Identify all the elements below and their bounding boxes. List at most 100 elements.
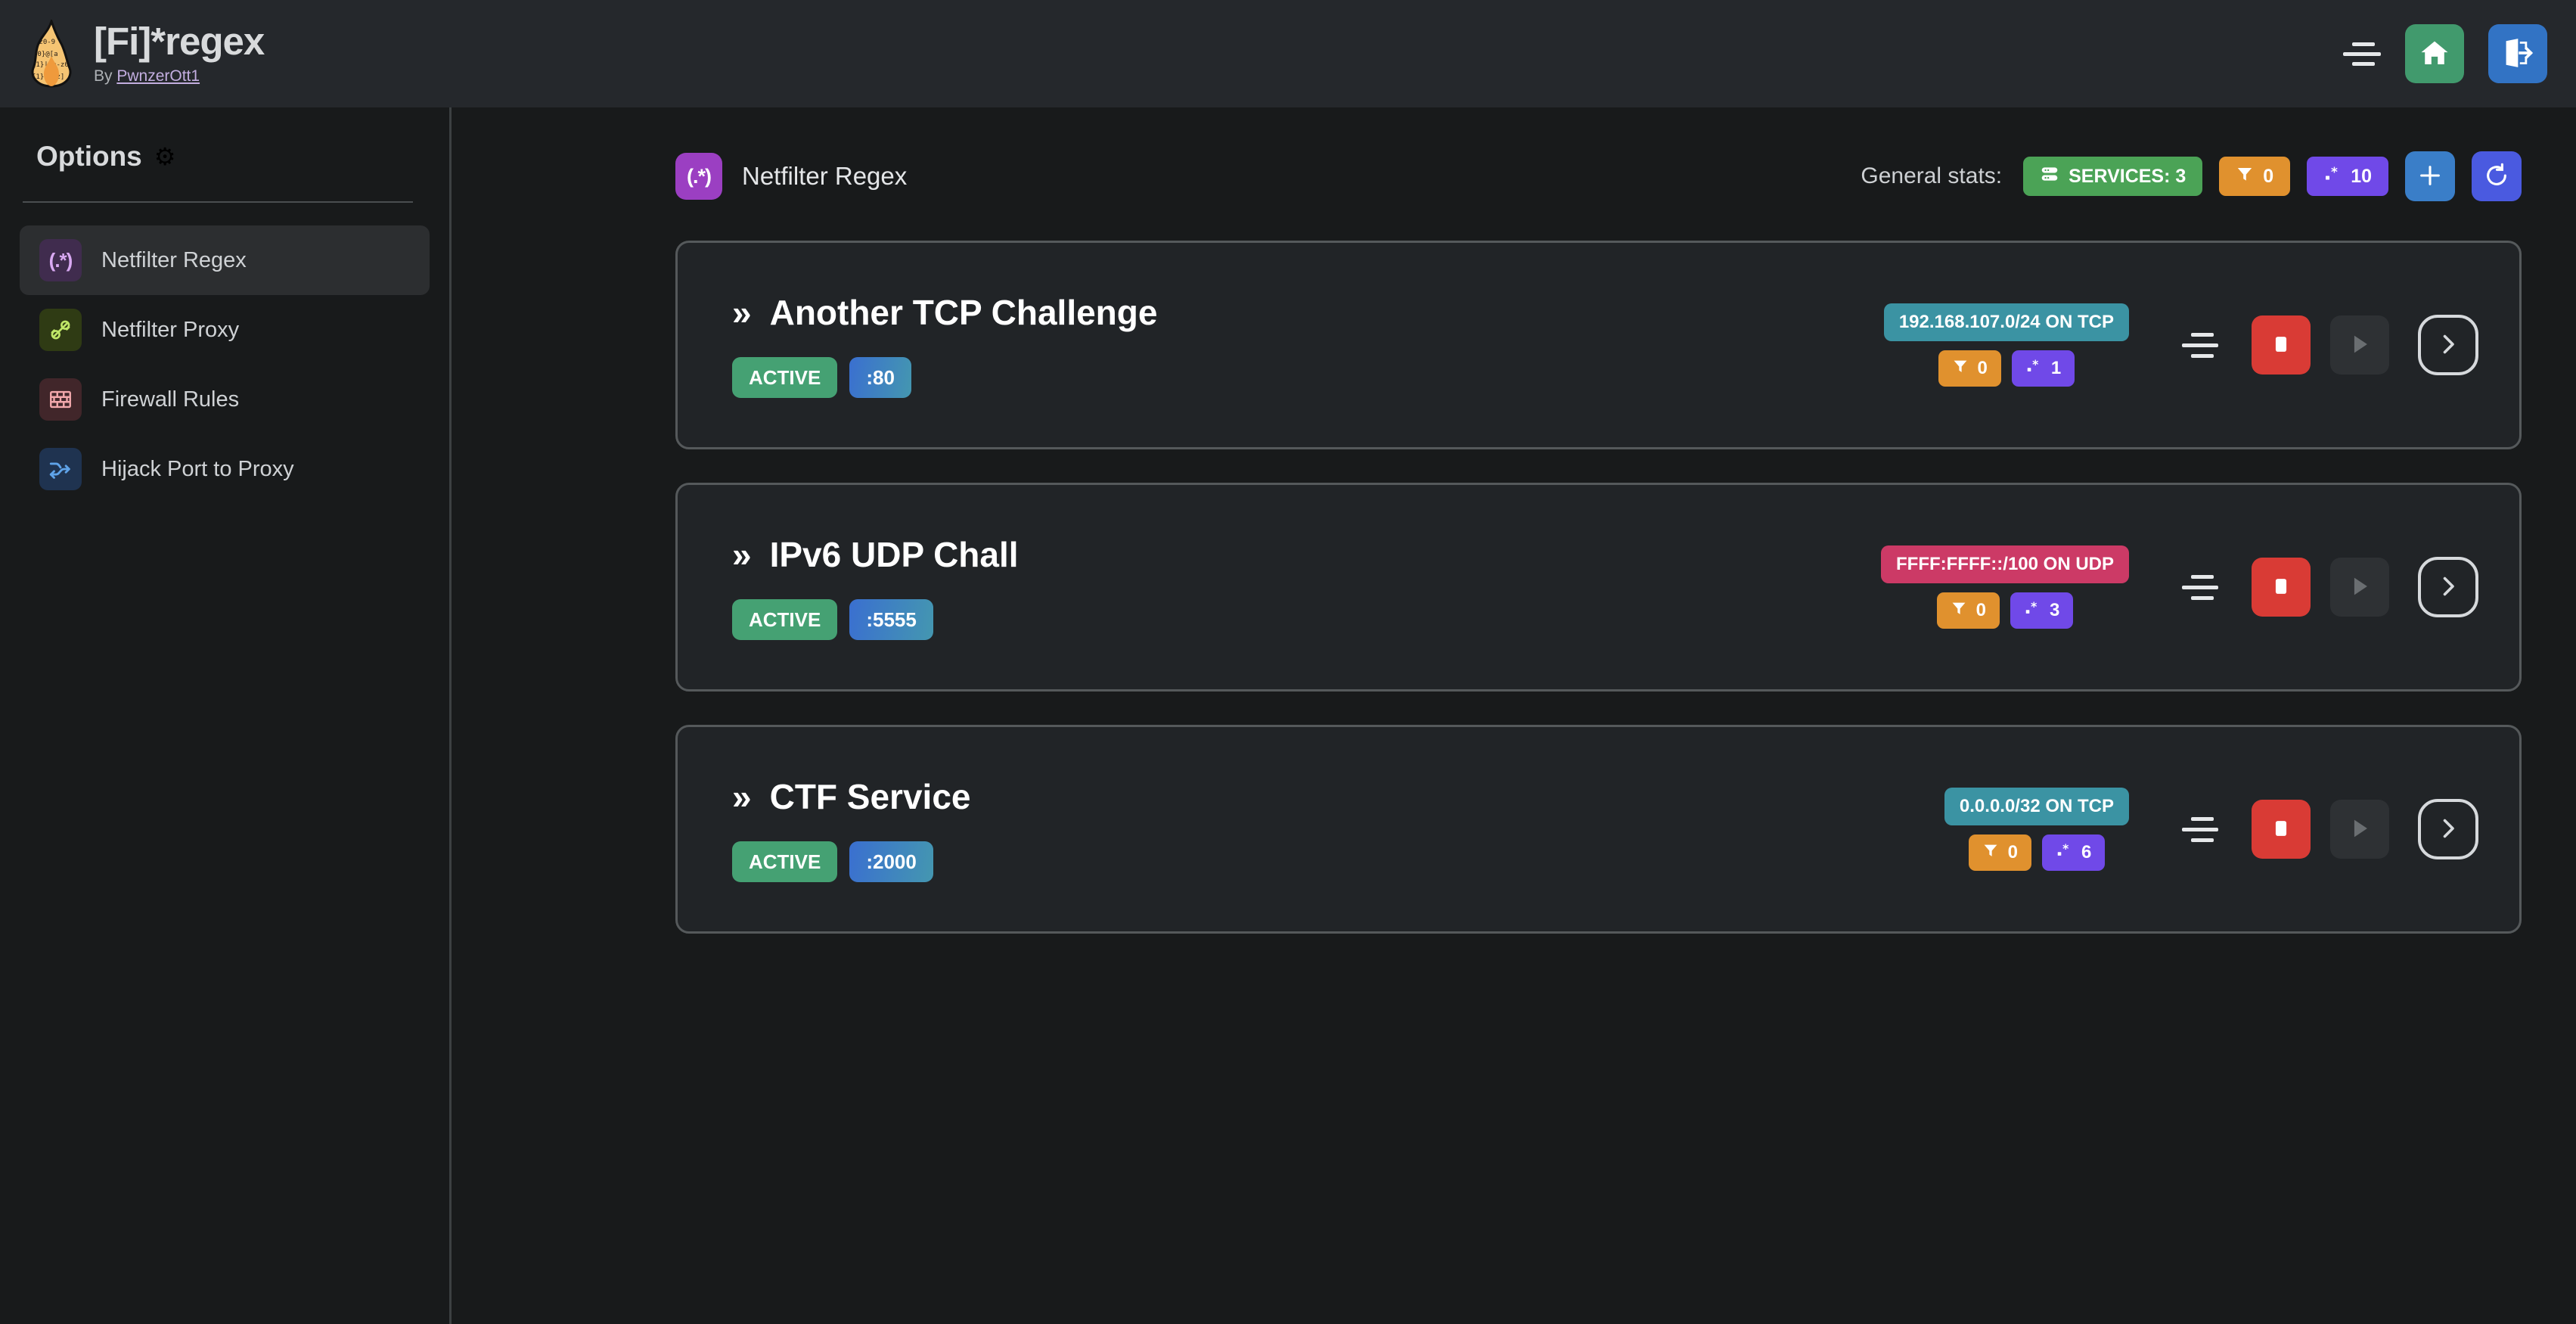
status-badge: ACTIVE	[732, 599, 838, 640]
service-details-button[interactable]	[2418, 315, 2478, 375]
status-badge-filters: 0	[2219, 157, 2291, 196]
filter-icon	[1982, 842, 1999, 864]
service-card-controls: 0.0.0.0/32 ON TCP 0 * 6	[1944, 788, 2478, 871]
gear-icon: ⚙	[154, 143, 176, 170]
app-title: [Fi]*regex	[94, 20, 265, 63]
network-sub-badges: 0 * 1	[1938, 350, 2075, 387]
sidebar-item-label: Netfilter Proxy	[101, 317, 240, 342]
plus-icon	[2417, 163, 2443, 191]
port-badge: :80	[849, 357, 911, 398]
hamburger-menu-icon[interactable]	[2343, 39, 2381, 68]
svg-text:*: *	[2331, 165, 2338, 180]
service-details-button[interactable]	[2418, 557, 2478, 617]
app-author-line: By PwnzerOtt1	[94, 67, 264, 85]
by-prefix: By	[94, 67, 117, 85]
regex-icon: (.*)	[675, 153, 722, 200]
double-chevron-icon: »	[732, 777, 752, 816]
play-button[interactable]	[2330, 800, 2389, 859]
chevron-right-icon	[2435, 331, 2462, 360]
service-tags: ACTIVE :80	[732, 357, 1157, 398]
sidebar-item-firewall-rules[interactable]: Firewall Rules	[20, 365, 430, 434]
network-info: 192.168.107.0/24 ON TCP 0 * 1	[1883, 303, 2129, 387]
filter-icon	[1952, 358, 1969, 380]
brand-text: [Fi]*regex By PwnzerOtt1	[94, 20, 265, 85]
network-badge: 192.168.107.0/24 ON TCP	[1883, 303, 2129, 341]
refresh-button[interactable]	[2472, 151, 2522, 201]
sidebar-item-netfilter-proxy[interactable]: Netfilter Proxy	[20, 295, 430, 365]
status-badge-regex: * 10	[2307, 157, 2388, 196]
svg-text:*: *	[2032, 358, 2038, 371]
network-info: FFFF:FFFF::/100 ON UDP 0 * 3	[1881, 545, 2129, 629]
main-content: (.*) Netfilter Regex General stats: SERV…	[452, 107, 2576, 1324]
general-stats: General stats: SERVICES: 3	[1861, 151, 2522, 201]
service-card[interactable]: » Another TCP Challenge ACTIVE :80 192.1…	[675, 241, 2522, 449]
server-icon	[2040, 164, 2059, 189]
drag-handle-icon[interactable]	[2176, 566, 2218, 608]
status-badge: ACTIVE	[732, 841, 838, 882]
service-card[interactable]: » IPv6 UDP Chall ACTIVE :5555 FFFF:FFFF:…	[675, 483, 2522, 692]
status-badge-services: SERVICES: 3	[2023, 157, 2203, 196]
service-card[interactable]: » CTF Service ACTIVE :2000 0.0.0.0/32 ON…	[675, 725, 2522, 934]
network-info: 0.0.0.0/32 ON TCP 0 * 6	[1944, 788, 2129, 871]
author-link[interactable]: PwnzerOtt1	[116, 67, 200, 85]
logout-button[interactable]	[2488, 24, 2547, 83]
play-icon	[2347, 573, 2373, 601]
service-card-info: » CTF Service ACTIVE :2000	[732, 776, 971, 882]
stop-icon	[2268, 331, 2294, 359]
service-tags: ACTIVE :2000	[732, 841, 971, 882]
status-badge-filters: 0	[1938, 350, 2001, 387]
status-badge-regex: * 6	[2041, 834, 2106, 871]
logout-icon	[2502, 37, 2534, 71]
network-badge: FFFF:FFFF::/100 ON UDP	[1881, 545, 2129, 583]
sidebar-item-label: Hijack Port to Proxy	[101, 456, 294, 481]
service-tags: ACTIVE :5555	[732, 599, 1019, 640]
play-button[interactable]	[2330, 558, 2389, 617]
service-details-button[interactable]	[2418, 799, 2478, 859]
service-title: IPv6 UDP Chall	[769, 535, 1019, 574]
status-badge-filters: 0	[1936, 592, 2000, 629]
service-title-row: » CTF Service	[732, 776, 971, 817]
network-sub-badges: 0 * 3	[1936, 592, 2074, 629]
service-card-info: » IPv6 UDP Chall ACTIVE :5555	[732, 534, 1019, 640]
drag-handle-icon[interactable]	[2176, 324, 2218, 366]
port-badge: :2000	[849, 841, 933, 882]
double-chevron-icon: »	[732, 535, 752, 574]
stop-button[interactable]	[2252, 558, 2311, 617]
sidebar-header: Options ⚙	[0, 107, 449, 172]
chevron-right-icon	[2435, 573, 2462, 602]
play-icon	[2347, 816, 2373, 844]
refresh-icon	[2484, 163, 2509, 191]
chevron-right-icon	[2435, 815, 2462, 844]
sidebar-nav: (.*) Netfilter Regex Netfilter Proxy	[0, 203, 449, 504]
page-header: (.*) Netfilter Regex General stats: SERV…	[452, 107, 2576, 201]
sidebar-item-hijack-port-to-proxy[interactable]: Hijack Port to Proxy	[20, 434, 430, 504]
home-button[interactable]	[2405, 24, 2464, 83]
play-button[interactable]	[2330, 315, 2389, 375]
stop-button[interactable]	[2252, 800, 2311, 859]
sidebar-item-label: Netfilter Regex	[101, 247, 247, 272]
regex-star-icon: *	[2025, 357, 2042, 380]
shuffle-icon	[39, 448, 82, 490]
regex-star-icon: *	[2323, 165, 2342, 188]
sidebar-item-netfilter-regex[interactable]: (.*) Netfilter Regex	[20, 225, 430, 295]
filters-count-label: 0	[2263, 165, 2274, 187]
add-service-button[interactable]	[2405, 151, 2455, 201]
stop-icon	[2268, 573, 2294, 601]
status-badge: ACTIVE	[732, 357, 838, 398]
page-title: Netfilter Regex	[742, 162, 908, 190]
home-icon	[2419, 37, 2450, 71]
service-card-info: » Another TCP Challenge ACTIVE :80	[732, 292, 1157, 398]
drag-handle-icon[interactable]	[2176, 808, 2218, 850]
sidebar-title: Options	[36, 141, 142, 172]
header-actions	[2343, 24, 2576, 83]
svg-text:*: *	[2031, 600, 2037, 614]
filter-icon	[2236, 165, 2254, 188]
status-badge-filters: 0	[1968, 834, 2031, 871]
service-title-row: » IPv6 UDP Chall	[732, 534, 1019, 575]
sidebar: Options ⚙ (.*) Netfilter Regex Netfilter…	[0, 107, 452, 1324]
status-badge-regex: * 1	[2011, 350, 2075, 387]
port-badge: :5555	[849, 599, 933, 640]
general-stats-label: General stats:	[1861, 163, 2003, 188]
stop-button[interactable]	[2252, 315, 2311, 375]
svg-text:20}@[a: 20}@[a	[33, 51, 58, 58]
